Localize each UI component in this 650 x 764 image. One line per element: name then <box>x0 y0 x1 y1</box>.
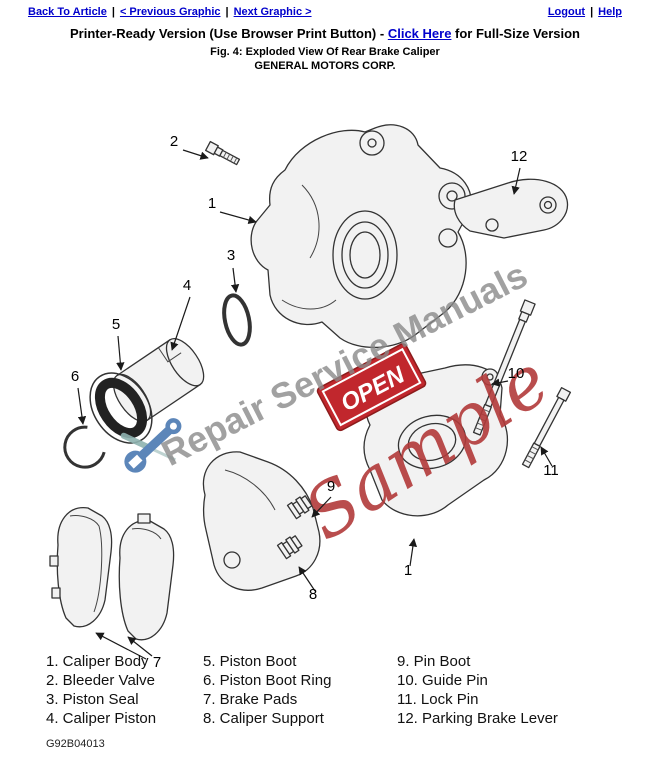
leader-lines <box>77 149 553 660</box>
legend-item: 3. Piston Seal <box>46 691 139 708</box>
piston-boot-part <box>89 372 153 444</box>
click-here-link[interactable]: Click Here <box>387 26 452 41</box>
brake-pads-part <box>49 507 175 641</box>
callout-6: 6 <box>71 368 79 385</box>
callout-8: 8 <box>309 586 317 603</box>
legend-item: 5. Piston Boot <box>203 653 297 670</box>
figure-code: G92B04013 <box>46 738 105 750</box>
piston-seal-part <box>222 293 252 347</box>
callout-11: 11 <box>543 462 559 479</box>
caliper-support-part <box>202 451 321 591</box>
parking-brake-lever-part <box>453 178 569 239</box>
callout-12: 12 <box>511 148 528 165</box>
figure-caption: Fig. 4: Exploded View Of Rear Brake Cali… <box>210 46 440 58</box>
nav-separator: | <box>225 6 229 18</box>
caliper-piston-part <box>112 338 205 423</box>
bleeder-valve-part <box>205 140 241 166</box>
legend-item: 8. Caliper Support <box>203 710 324 727</box>
callout-9: 9 <box>327 478 335 495</box>
back-to-article-link[interactable]: Back To Article <box>28 6 107 18</box>
legend-column-3: 9. Pin Boot 10. Guide Pin 11. Lock Pin 1… <box>397 652 558 728</box>
callout-4: 4 <box>183 277 191 294</box>
legend-item: 9. Pin Boot <box>397 653 471 670</box>
callout-5: 5 <box>112 316 120 333</box>
next-graphic-link[interactable]: Next Graphic > <box>233 6 312 18</box>
legend-item: 11. Lock Pin <box>397 691 479 708</box>
legend-item: 12. Parking Brake Lever <box>397 710 558 727</box>
legend-item: 6. Piston Boot Ring <box>203 672 332 689</box>
fullsize-text: for Full-Size Version <box>451 26 580 41</box>
caliper-body-second-part <box>363 364 508 517</box>
printer-ready-text: Printer-Ready Version (Use Browser Print… <box>69 26 388 41</box>
caliper-body-part <box>250 124 472 349</box>
callout-3: 3 <box>227 247 235 264</box>
printer-ready-line: Printer-Ready Version (Use Browser Print… <box>0 26 650 41</box>
pin-boot-part <box>276 535 303 560</box>
top-nav: Back To Article | < Previous Graphic | Next … <box>0 6 650 18</box>
callout-2: 2 <box>170 133 178 150</box>
nav-separator: | <box>590 6 594 18</box>
legend-item: 2. Bleeder Valve <box>46 672 155 689</box>
company-name: GENERAL MOTORS CORP. <box>254 60 396 72</box>
callout-1-top: 1 <box>208 195 216 212</box>
legend-item: 4. Caliper Piston <box>46 710 157 727</box>
callout-7: 7 <box>153 654 161 671</box>
legend-item: 10. Guide Pin <box>397 672 488 689</box>
nav-left: Back To Article | < Previous Graphic | Next … <box>28 6 312 18</box>
help-link[interactable]: Help <box>598 6 622 18</box>
legend-item: 1. Caliper Body <box>46 653 149 670</box>
lock-pin-part <box>521 387 572 469</box>
legend-column-1: 1. Caliper Body 2. Bleeder Valve 3. Pist… <box>46 652 156 728</box>
wrench-icon <box>120 418 182 473</box>
pin-boot-part <box>286 495 313 520</box>
callouts: 1 2 3 4 5 6 7 8 9 10 11 12 1 <box>71 133 559 671</box>
callout-10: 10 <box>508 365 525 382</box>
nav-separator: | <box>111 6 115 18</box>
nav-right: Logout | Help <box>548 6 622 18</box>
previous-graphic-link[interactable]: < Previous Graphic <box>119 6 221 18</box>
legend-column-2: 5. Piston Boot 6. Piston Boot Ring 7. Br… <box>203 652 331 728</box>
callout-1-bottom: 1 <box>404 562 412 579</box>
piston-boot-ring-part <box>63 425 106 469</box>
legend-item: 7. Brake Pads <box>203 691 298 708</box>
logout-link[interactable]: Logout <box>547 6 586 18</box>
